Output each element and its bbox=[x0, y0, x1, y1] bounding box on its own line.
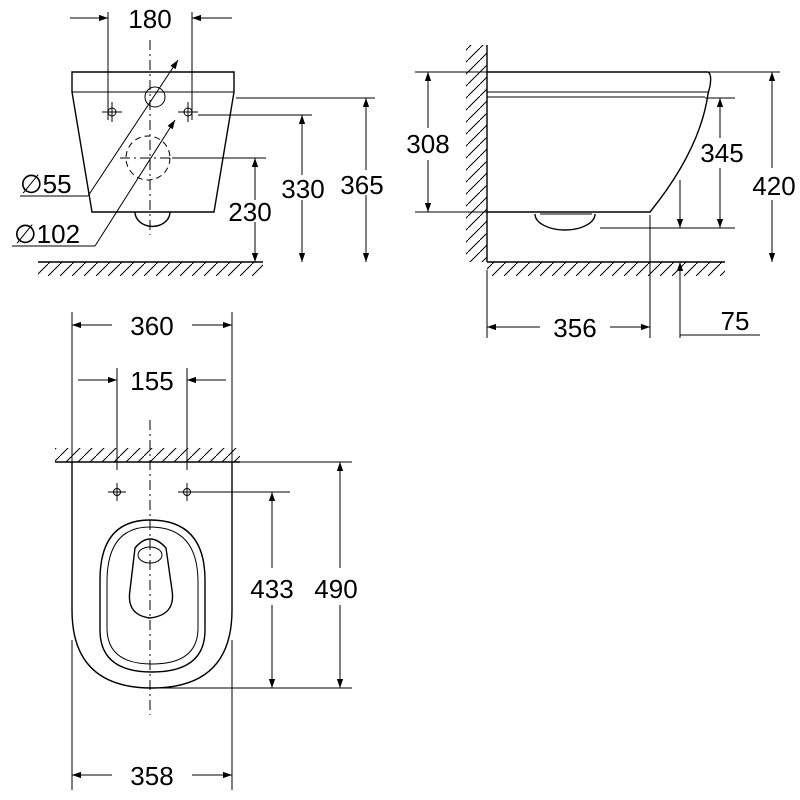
bowl-opening bbox=[128, 538, 174, 619]
dim-330: 330 bbox=[281, 174, 324, 204]
dim-308: 308 bbox=[406, 129, 449, 159]
dim-358: 358 bbox=[130, 761, 173, 791]
dim-360: 360 bbox=[130, 311, 173, 341]
side-view: 308 345 420 356 75 bbox=[406, 45, 796, 343]
dim-180: 180 bbox=[128, 4, 171, 34]
front-view: 180 ∅55 ∅102 230 330 365 bbox=[12, 4, 384, 276]
dim-433: 433 bbox=[250, 574, 293, 604]
dim-dia-102: ∅102 bbox=[14, 219, 80, 249]
outlet-bump bbox=[134, 211, 171, 228]
dim-230: 230 bbox=[228, 197, 271, 227]
dim-365: 365 bbox=[340, 170, 383, 200]
dim-490: 490 bbox=[314, 574, 357, 604]
inlet-circle bbox=[144, 86, 166, 108]
mount-hole-right bbox=[178, 483, 290, 501]
mount-hole-left bbox=[102, 102, 122, 122]
dim-dia-55: ∅55 bbox=[20, 169, 72, 199]
seat-outline bbox=[99, 519, 206, 673]
outlet-bump-side bbox=[534, 213, 596, 231]
wall-hatch bbox=[55, 448, 240, 462]
floor-hatch bbox=[487, 262, 725, 276]
wall-hatch bbox=[466, 45, 487, 262]
dim-345: 345 bbox=[700, 138, 743, 168]
dim-75: 75 bbox=[721, 306, 750, 336]
dim-420: 420 bbox=[752, 171, 795, 201]
mount-hole-left bbox=[108, 483, 126, 501]
mount-hole-right bbox=[178, 102, 198, 122]
floor-hatch bbox=[38, 262, 263, 276]
top-view: 360 155 433 490 358 bbox=[55, 311, 358, 791]
toilet-outline-top bbox=[71, 462, 233, 689]
toilet-body-side bbox=[487, 71, 712, 213]
dim-356: 356 bbox=[553, 313, 596, 343]
toilet-body-front bbox=[71, 71, 235, 213]
dim-155: 155 bbox=[130, 366, 173, 396]
